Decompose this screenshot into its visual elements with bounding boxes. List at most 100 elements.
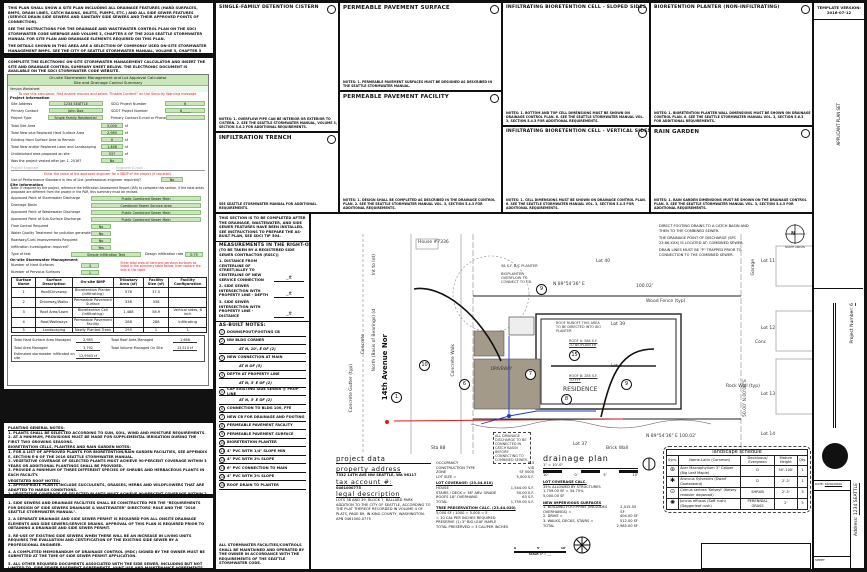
as-built-box: THIS SECTION IS TO BE COMPLETED AFTER TH… — [215, 213, 310, 570]
impervious-value: 2,985.00 SF — [616, 523, 639, 528]
address-value[interactable]: 1234 SEATTLE — [854, 483, 859, 516]
callout-8: 8 — [561, 394, 572, 405]
bmp-count-value[interactable]: 3 — [81, 262, 99, 268]
note-number: 2 — [219, 337, 225, 344]
infiltration-test-value[interactable]: Simple Infiltration Test — [71, 251, 141, 257]
detail-notes: NOTES: 1. BOTTOM AND TOP CELL DIMENSIONS… — [506, 111, 644, 123]
bioretention-notes-title: BIORETENTION CELLS, PLANTERS AND RAIN GA… — [8, 445, 131, 450]
walk-label: Concrete Walk — [451, 344, 456, 377]
project-number-value[interactable]: 6 — [850, 303, 855, 306]
note-item: 2. AT A MINIMUM, PROVISIONS MUST BE MADE… — [8, 435, 197, 444]
drain-line — [480, 410, 596, 425]
project-info-value[interactable]: 6_____ — [165, 108, 206, 113]
note-number: 11 — [219, 448, 225, 455]
engineer-field[interactable]: Project Engineer — [11, 166, 110, 171]
area-value[interactable]: 537 — [101, 151, 123, 156]
coverage-value: 63 S.F. — [522, 495, 534, 500]
project-info-value[interactable]: 1234 SEATTLE — [48, 101, 104, 106]
area-value[interactable]: 0 — [101, 137, 123, 142]
as-built-footer: ALL STORMWATER FACILITIES/CONTROLS SHALL… — [219, 543, 305, 566]
table-cell: 288 — [142, 316, 170, 328]
landscape-type: SHRUB — [740, 486, 775, 499]
table-cell: 5 — [10, 326, 37, 334]
int-to-int: Int to Int) — [372, 254, 377, 276]
detail-symbol-icon — [327, 5, 336, 14]
note-number: 4 — [219, 371, 225, 378]
date-value[interactable]: 00/00/0000 — [824, 482, 843, 486]
area-label: Total New and/or Replaced Lawn and Lands… — [11, 144, 96, 149]
site-info-value[interactable]: No — [91, 230, 111, 236]
landscape-name: Juncus effusus (Soft rush) (Daggerleaf r… — [678, 497, 742, 510]
engineer-email-field[interactable]: Engineer E-mail — [115, 166, 205, 171]
area-label: Total Site Area — [11, 123, 36, 128]
bioplanter — [508, 316, 535, 336]
detail-notes: NOTES: 1. BIORETENTION PLANTER WALL DIME… — [654, 111, 811, 123]
instruction-text: SEE THE INSTRUCTIONS FOR THE DRAINAGE AN… — [8, 27, 203, 41]
drainage-plan-area: N NORTH ARROW 14th Avenue Nor North (Bas… — [310, 213, 813, 570]
table-header: Tributary Area (sf) — [113, 276, 144, 288]
calculator-subtitle: Site and Drainage Control Summary — [73, 80, 143, 85]
detail-title: INFILTRATION TRENCH — [219, 135, 292, 141]
calc-line: 1,759.00 SF = 34.75% — [543, 489, 584, 494]
landscape-header: Name-Latin (Common) — [678, 454, 742, 466]
site-info-value[interactable]: Public Combined Sewer Main — [91, 209, 201, 215]
project-data-title: project data — [336, 455, 431, 464]
coverage-value: 50.00 S.F. — [516, 490, 535, 495]
landscape-name: Cornus sericea 'Kelseyi' (Kelsey redosie… — [678, 486, 742, 499]
as-built-note: PERMEABLE PAVEMENT FACILITY — [227, 423, 293, 428]
as-built-note: AT N, 3' E OF (2) — [239, 380, 272, 385]
table-cell: Infiltrating — [168, 316, 207, 328]
note-item: 1. PLANTS SHALL BE SELECTED ACCORDING TO… — [8, 430, 206, 435]
note-number: 3 — [219, 354, 225, 361]
table-cell: 37.5 — [142, 286, 170, 298]
gutter-label: Concrete Gutter (typ) — [349, 364, 354, 413]
site-info-value[interactable]: Combined Sewer Service Area — [91, 202, 201, 208]
as-built-intro: THIS SECTION IS TO BE COMPLETED AFTER TH… — [219, 216, 306, 239]
measurement-value[interactable]: _ft — [274, 312, 304, 319]
impervious-label: 2. DRIVE = — [543, 514, 563, 519]
callout-7: 7 — [525, 369, 536, 380]
site-info-value[interactable]: No — [91, 223, 111, 229]
rock-wall-label: Rock Wall (typ) — [726, 384, 760, 389]
site-plan-drawing — [362, 224, 812, 454]
table-cell: 1 — [10, 286, 37, 298]
project-info-value[interactable] — [165, 115, 205, 120]
site-info-value[interactable]: Public Combined Sewer Main — [91, 216, 201, 222]
summary-value: 13,510 cf — [173, 346, 197, 352]
impervious-value: 404.00 SF — [619, 514, 638, 519]
project-info-value[interactable]: 6 — [165, 101, 206, 106]
measurement-value[interactable]: _ft — [274, 276, 304, 283]
site-info-note: Note: If required by the project, refere… — [11, 186, 204, 194]
area-value[interactable]: 1,468 — [101, 144, 123, 149]
legal-description: LOTS 38 AND 39, BLOCK 7, BALLARD PARK AD… — [336, 498, 431, 521]
landscape-name: Aruncus Sylvestris (Dwarf Goatsbeard) — [678, 475, 742, 488]
site-info-value[interactable]: Public Combined Sewer Main — [91, 195, 201, 201]
area-value[interactable]: No — [101, 158, 123, 163]
landscape-header: Deciduous/ Evergreen — [740, 454, 775, 466]
landscape-qty: 1 — [796, 475, 809, 488]
project-info-value[interactable]: Single Family Residential — [48, 115, 103, 120]
table-cell: 576 — [113, 286, 144, 298]
match-line — [600, 348, 655, 418]
site-info-value[interactable]: No — [91, 237, 111, 243]
measurement-value[interactable]: _ft — [274, 292, 304, 298]
summary-value: 12,9943 cf — [76, 354, 100, 360]
site-info-label: Roadway/Curb Improvements Required — [11, 238, 78, 243]
bearing-top: N 89°54'36" E — [553, 282, 585, 287]
bmp-count-value[interactable]: 1 — [81, 269, 99, 275]
project-info-value[interactable]: John Doe — [48, 108, 104, 113]
area-value[interactable]: 5,000 — [101, 123, 123, 128]
infiltration-rate-value[interactable]: 0.75 — [185, 251, 203, 257]
lot-13: Lot 13 — [761, 392, 776, 397]
table-cell — [168, 296, 207, 308]
perf-value[interactable]: No — [161, 177, 183, 182]
zoning-value: V-B — [528, 465, 534, 470]
bar-scale-tick: 0 — [514, 546, 517, 550]
area-value[interactable]: 2,985 — [101, 130, 123, 135]
calculator-note: COMPLETE THE ELECTRONIC ON-SITE STORMWAT… — [8, 60, 206, 74]
fence-label: Wood Fence (typ) — [646, 299, 686, 304]
site-info-value[interactable]: Yes — [91, 244, 111, 250]
engineer-red-note: Enter the name of the approved engineer … — [44, 172, 172, 176]
